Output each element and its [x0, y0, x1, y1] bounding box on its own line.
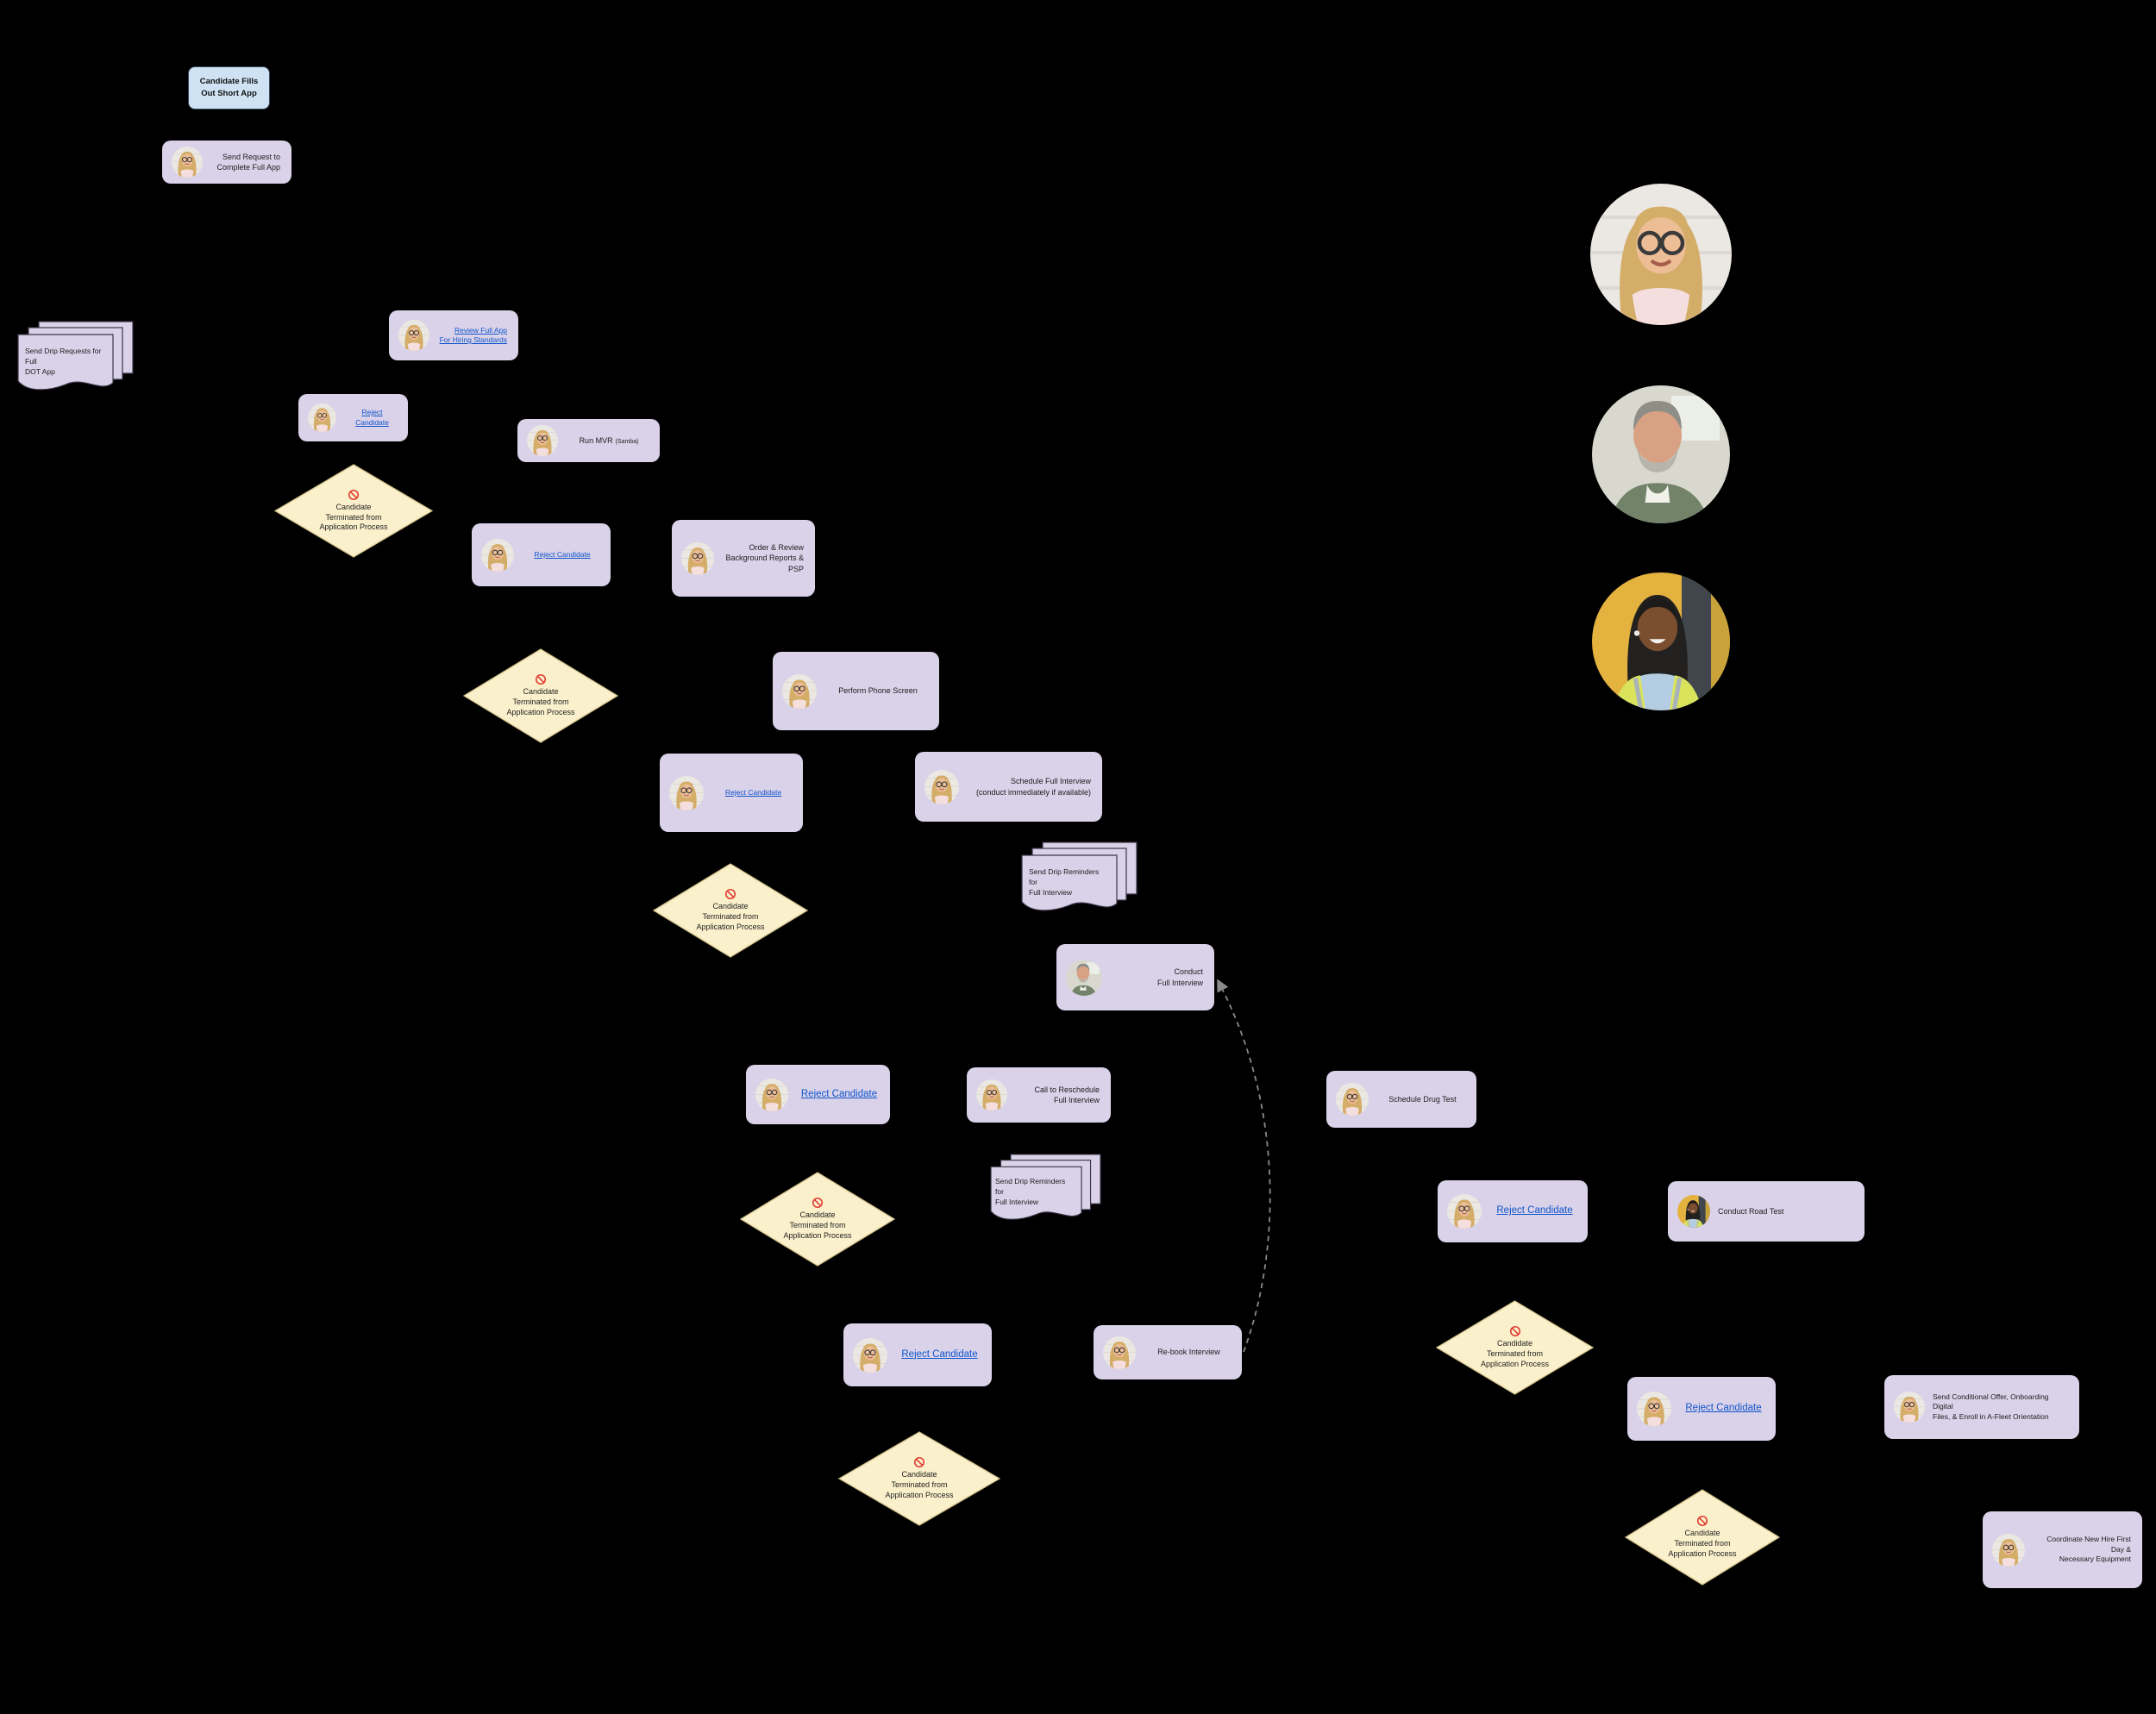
- no-entry-icon: [348, 489, 360, 501]
- multidoc-send-drip-requests-dot-app[interactable]: Send Drip Requests for Full DOT App: [17, 321, 135, 397]
- recruiter-avatar-icon: [398, 320, 429, 351]
- task-label: Conduct Full Interview: [1156, 967, 1203, 987]
- task-reject-candidate-5[interactable]: Reject Candidate: [1438, 1180, 1588, 1242]
- multidoc-drip-reminders-full-interview-1[interactable]: Send Drip Reminders for Full Interview: [1021, 841, 1138, 917]
- recruiter-avatar-icon: [755, 1079, 788, 1111]
- task-reject-candidate-1[interactable]: Reject Candidate: [298, 394, 408, 441]
- reject-candidate-link[interactable]: Reject Candidate: [355, 408, 389, 427]
- no-entry-icon: [913, 1456, 925, 1468]
- recruiter-avatar-icon: [527, 425, 558, 456]
- profile-photo-recruiter: [1590, 184, 1732, 325]
- decision-content: Candidate Terminated from Application Pr…: [463, 648, 618, 743]
- decision-label: Candidate Terminated from Application Pr…: [506, 687, 575, 716]
- task-label: Perform Phone Screen: [838, 686, 918, 696]
- task-label: Order & Review Background Reports & PSP: [725, 543, 804, 573]
- recruiter-avatar-icon: [782, 674, 817, 709]
- task-conduct-road-test[interactable]: Conduct Road Test: [1668, 1181, 1865, 1242]
- decision-content: Candidate Terminated from Application Pr…: [653, 863, 808, 958]
- driver-avatar-icon: [1677, 1195, 1710, 1228]
- task-schedule-full-interview[interactable]: Schedule Full Interview (conduct immedia…: [915, 752, 1102, 822]
- task-reject-candidate-7[interactable]: Reject Candidate: [1627, 1377, 1776, 1441]
- task-label: Call to Reschedule Full Interview: [1034, 1085, 1100, 1104]
- recruiter-avatar-icon: [1992, 1534, 2025, 1567]
- decision-terminated-3[interactable]: Candidate Terminated from Application Pr…: [653, 863, 808, 958]
- start-candidate-fills-short-app[interactable]: Candidate Fills Out Short App: [188, 66, 270, 109]
- task-conduct-full-interview[interactable]: Conduct Full Interview: [1056, 944, 1214, 1010]
- no-entry-icon: [535, 673, 547, 685]
- reject-candidate-link[interactable]: Reject Candidate: [724, 787, 782, 797]
- decision-label: Candidate Terminated from Application Pr…: [1480, 1339, 1550, 1368]
- task-send-request-complete-full-app[interactable]: Send Request to Complete Full App: [162, 141, 291, 184]
- recruiter-avatar-icon: [976, 1079, 1007, 1110]
- task-label: Schedule Drug Test: [1388, 1094, 1457, 1104]
- recruiter-avatar-icon: [1637, 1392, 1671, 1426]
- task-coordinate-new-hire-first-day[interactable]: Coordinate New Hire First Day & Necessar…: [1983, 1511, 2142, 1588]
- task-label: Send Conditional Offer, Onboarding Digit…: [1933, 1392, 2049, 1421]
- task-send-conditional-offer[interactable]: Send Conditional Offer, Onboarding Digit…: [1884, 1375, 2079, 1439]
- task-label: Schedule Full Interview (conduct immedia…: [975, 777, 1091, 797]
- reject-candidate-link[interactable]: Reject Candidate: [800, 1088, 878, 1099]
- decision-terminated-5[interactable]: Candidate Terminated from Application Pr…: [1436, 1300, 1594, 1395]
- decision-terminated-2[interactable]: Candidate Terminated from Application Pr…: [463, 648, 618, 743]
- task-reject-candidate-2[interactable]: Reject Candidate: [472, 523, 611, 586]
- reject-candidate-link[interactable]: Reject Candidate: [1685, 1403, 1762, 1414]
- task-call-to-reschedule-full-interview[interactable]: Call to Reschedule Full Interview: [967, 1067, 1111, 1123]
- recruiter-avatar-icon: [853, 1338, 887, 1373]
- decision-label: Candidate Terminated from Application Pr…: [885, 1470, 954, 1499]
- profile-photo-interviewer: [1592, 385, 1730, 523]
- decision-terminated-6[interactable]: Candidate Terminated from Application Pr…: [838, 1431, 1000, 1526]
- decision-content: Candidate Terminated from Application Pr…: [1625, 1489, 1780, 1586]
- recruiter-avatar-icon: [924, 770, 959, 804]
- decision-content: Candidate Terminated from Application Pr…: [838, 1431, 1000, 1526]
- task-label: Send Request to Complete Full App: [216, 152, 280, 172]
- decision-terminated-1[interactable]: Candidate Terminated from Application Pr…: [274, 464, 433, 558]
- task-label: Conduct Road Test: [1718, 1206, 1784, 1216]
- decision-content: Candidate Terminated from Application Pr…: [274, 464, 433, 558]
- multidoc-drip-reminders-full-interview-2[interactable]: Send Drip Reminders for Full Interview: [987, 1154, 1105, 1226]
- profile-photo-driver-trainer: [1592, 572, 1730, 710]
- task-review-full-app[interactable]: Review Full App For Hiring Standards: [389, 310, 518, 360]
- task-rebook-interview[interactable]: Re-book Interview: [1094, 1325, 1242, 1379]
- review-full-app-link[interactable]: Review Full App For Hiring Standards: [439, 325, 507, 344]
- decision-content: Candidate Terminated from Application Pr…: [1436, 1300, 1594, 1395]
- decision-label: Candidate Terminated from Application Pr…: [1668, 1529, 1737, 1558]
- doc-label: Send Drip Reminders for Full Interview: [995, 1177, 1066, 1206]
- task-schedule-drug-test[interactable]: Schedule Drug Test: [1326, 1071, 1476, 1128]
- no-entry-icon: [1509, 1325, 1521, 1337]
- recruiter-avatar-icon: [308, 403, 336, 432]
- recruiter-avatar-icon: [481, 539, 514, 572]
- no-entry-icon: [1696, 1515, 1708, 1527]
- decision-label: Candidate Terminated from Application Pr…: [783, 1210, 852, 1240]
- recruiter-avatar-icon: [1103, 1336, 1136, 1369]
- recruiter-avatar-icon: [172, 147, 203, 178]
- reject-candidate-link[interactable]: Reject Candidate: [901, 1348, 978, 1360]
- reject-candidate-link[interactable]: Reject Candidate: [1496, 1205, 1573, 1217]
- recruiter-avatar-icon: [681, 542, 714, 575]
- task-label: Coordinate New Hire First Day & Necessar…: [2046, 1535, 2131, 1564]
- decision-label: Candidate Terminated from Application Pr…: [319, 502, 388, 532]
- interviewer-avatar-icon: [1066, 960, 1102, 996]
- doc-label: Send Drip Requests for Full DOT App: [25, 347, 102, 376]
- recruiter-avatar-icon: [1447, 1194, 1482, 1229]
- no-entry-icon: [812, 1197, 824, 1209]
- task-reject-candidate-6[interactable]: Reject Candidate: [843, 1323, 992, 1386]
- recruiter-avatar-icon: [1336, 1083, 1369, 1116]
- task-perform-phone-screen[interactable]: Perform Phone Screen: [773, 652, 939, 730]
- recruiter-avatar-icon: [669, 776, 704, 810]
- reject-candidate-link[interactable]: Reject Candidate: [534, 549, 591, 559]
- task-order-review-background-reports[interactable]: Order & Review Background Reports & PSP: [672, 520, 815, 597]
- decision-terminated-4[interactable]: Candidate Terminated from Application Pr…: [740, 1172, 895, 1267]
- decision-label: Candidate Terminated from Application Pr…: [696, 902, 765, 931]
- no-entry-icon: [724, 888, 736, 900]
- doc-label: Send Drip Reminders for Full Interview: [1029, 867, 1100, 897]
- task-label: Re-book Interview: [1157, 1348, 1220, 1357]
- decision-content: Candidate Terminated from Application Pr…: [740, 1172, 895, 1267]
- decision-terminated-7[interactable]: Candidate Terminated from Application Pr…: [1625, 1489, 1780, 1586]
- task-label: Run MVR(Samba): [579, 435, 639, 445]
- task-run-mvr[interactable]: Run MVR(Samba): [517, 419, 660, 462]
- task-reject-candidate-4[interactable]: Reject Candidate: [746, 1065, 890, 1124]
- task-reject-candidate-3[interactable]: Reject Candidate: [660, 754, 803, 832]
- recruiter-avatar-icon: [1894, 1392, 1925, 1423]
- start-label: Candidate Fills Out Short App: [199, 77, 259, 98]
